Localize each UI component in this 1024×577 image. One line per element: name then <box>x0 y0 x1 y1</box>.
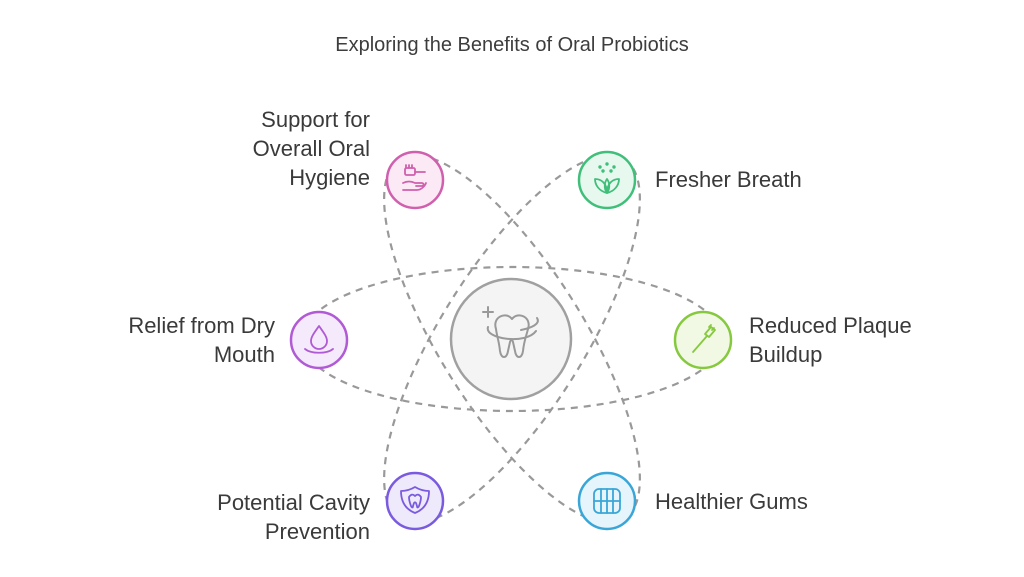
tooth-shield-icon <box>400 486 430 514</box>
label-gums: Healthier Gums <box>655 489 808 514</box>
node-hygiene[interactable] <box>385 150 445 210</box>
label-cavity: Potential Cavity Prevention <box>217 490 370 544</box>
water-drop-icon <box>304 325 334 354</box>
node-cavity[interactable] <box>385 471 445 531</box>
toothbrush-hand-icon <box>402 164 427 191</box>
toothbrush-icon <box>692 324 716 353</box>
tooth-sparkle-icon <box>482 306 539 358</box>
label-hygiene: Support for Overall Oral Hygiene <box>252 107 370 190</box>
page-title: Exploring the Benefits of Oral Probiotic… <box>335 34 689 56</box>
leaf-sparkle-icon <box>594 162 620 194</box>
teeth-gums-icon <box>593 488 621 514</box>
node-drymouth[interactable] <box>289 310 349 370</box>
label-breath: Fresher Breath <box>655 167 802 192</box>
label-drymouth: Relief from Dry Mouth <box>128 313 275 367</box>
node-breath[interactable] <box>577 150 637 210</box>
center-node <box>449 277 573 401</box>
label-plaque: Reduced Plaque Buildup <box>749 313 912 367</box>
node-plaque[interactable] <box>673 310 733 370</box>
node-gums[interactable] <box>577 471 637 531</box>
